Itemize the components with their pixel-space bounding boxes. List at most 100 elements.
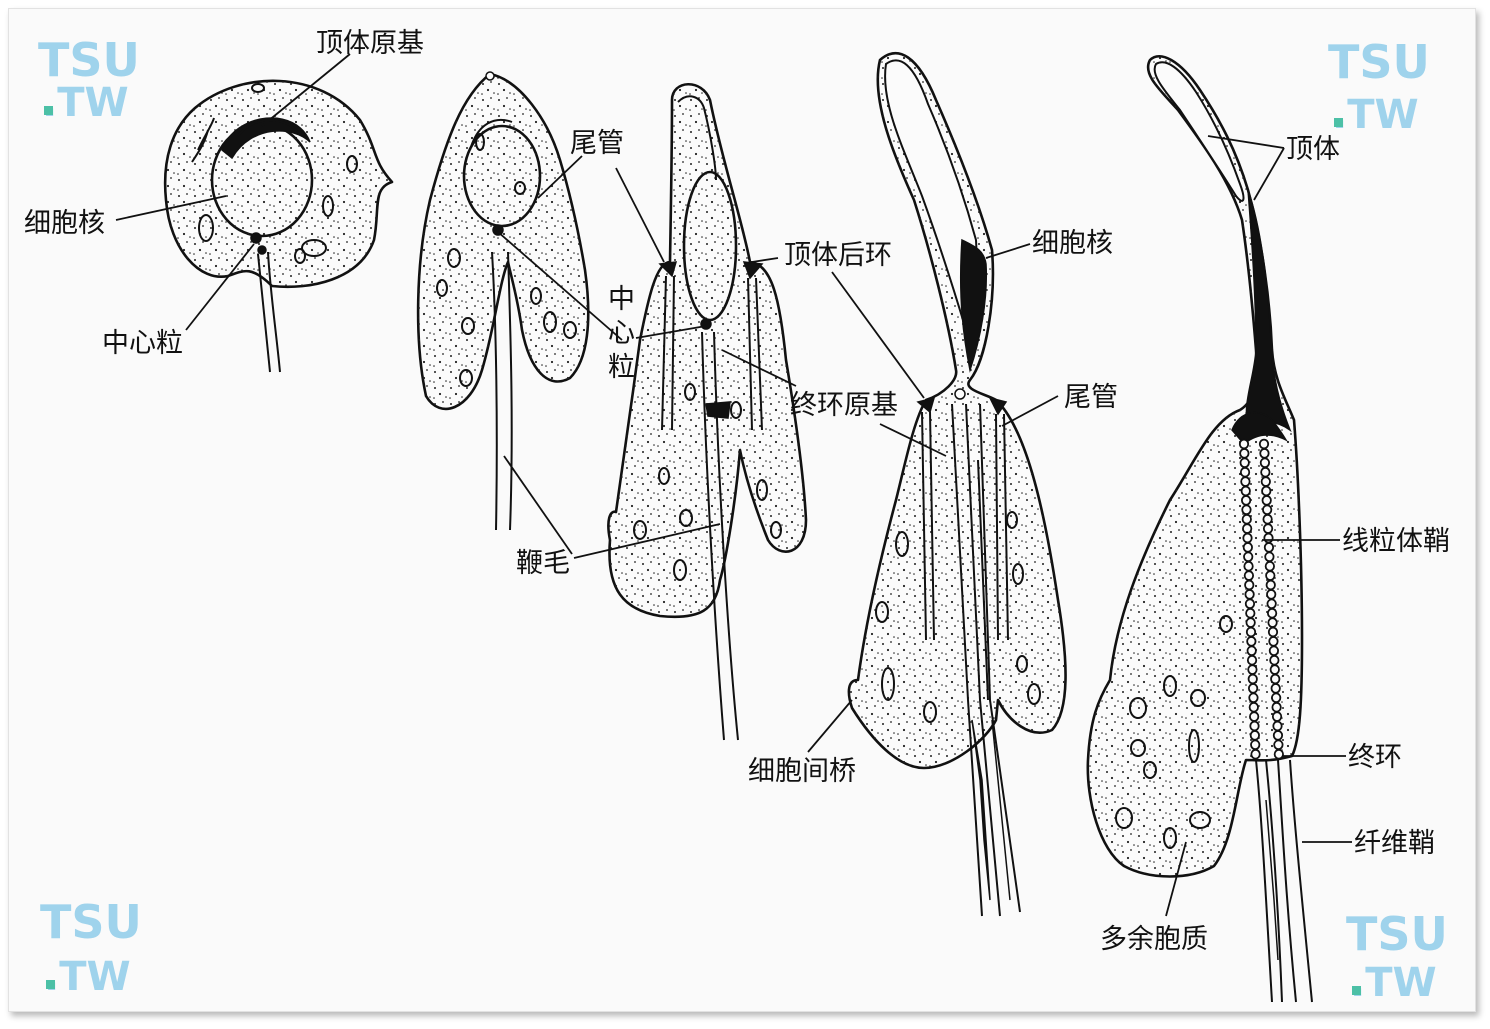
mitochondrion-bead — [1245, 590, 1253, 599]
mitochondrion-bead — [1244, 552, 1252, 561]
mitochondrion-bead — [1251, 731, 1259, 740]
label-acrosome-primordium: 顶体原基 — [316, 28, 424, 59]
mitochondrion-bead — [1270, 646, 1278, 655]
mitochondrion-bead — [1245, 581, 1253, 590]
mitochondrion-bead — [1244, 543, 1252, 552]
mitochondrion-bead — [1249, 684, 1257, 693]
mitochondrion-bead — [1248, 656, 1256, 665]
mitochondrion-bead — [1261, 468, 1269, 477]
mitochondrion-bead — [1262, 477, 1270, 486]
label-postacrosomal-ring: 顶体后环 — [784, 240, 892, 271]
mitochondrion-bead — [1248, 646, 1256, 655]
mitochondrion-bead — [1251, 750, 1259, 759]
svg-text:.TW: .TW — [42, 80, 129, 126]
mitochondrion-bead — [1240, 440, 1248, 449]
mitochondrion-bead — [1246, 618, 1254, 627]
svg-text:.TW: .TW — [1332, 92, 1419, 138]
mitochondrion-bead — [1266, 562, 1274, 571]
mitochondrion-bead — [1243, 534, 1251, 543]
watermark-top-left: TSU .TW — [38, 33, 140, 126]
mitochondrion-bead — [1250, 722, 1258, 731]
label-intercellular-bridge: 细胞间桥 — [748, 756, 856, 787]
mitochondrion-bead — [1264, 534, 1272, 543]
label-fibrous-sheath: 纤维鞘 — [1354, 828, 1435, 859]
label-centriole-1: 中心粒 — [102, 328, 183, 359]
label-terminal-ring-primordium: 终环原基 — [790, 390, 898, 421]
mitochondrion-bead — [1272, 693, 1280, 702]
mitochondrion-bead — [1269, 637, 1277, 646]
mitochondrion-bead — [1243, 524, 1251, 533]
mitochondrion-bead — [1268, 609, 1276, 618]
mitochondrion-bead — [1244, 562, 1252, 571]
mitochondrion-bead — [1274, 731, 1282, 740]
label-flagellum: 鞭毛 — [516, 548, 570, 579]
mitochondrion-bead — [1267, 599, 1275, 608]
label-mitochondrial-sheath: 线粒体鞘 — [1342, 526, 1450, 557]
label-tail-tube-1: 尾管 — [570, 128, 624, 159]
mitochondrion-bead — [1261, 458, 1269, 467]
label-tail-tube-2: 尾管 — [1064, 382, 1118, 413]
mitochondrion-bead — [1266, 571, 1274, 580]
mitochondrion-bead — [1272, 703, 1280, 712]
mitochondrion-bead — [1247, 637, 1255, 646]
mitochondrion-bead — [1240, 449, 1248, 458]
cell-stage-2 — [418, 72, 588, 530]
label-residual-cytoplasm: 多余胞质 — [1100, 924, 1208, 955]
mitochondrion-bead — [1260, 440, 1268, 449]
svg-text:.TW: .TW — [1350, 960, 1437, 1006]
mitochondrion-bead — [1248, 665, 1256, 674]
mitochondrion-bead — [1267, 581, 1275, 590]
mitochondrion-bead — [1247, 628, 1255, 637]
mitochondrion-bead — [1263, 505, 1271, 514]
mitochondrion-bead — [1264, 524, 1272, 533]
mitochondrion-bead — [1250, 712, 1258, 721]
label-centriole-2-char2: 心 — [608, 318, 635, 349]
label-terminal-ring: 终环 — [1348, 742, 1402, 773]
mitochondrion-bead — [1268, 618, 1276, 627]
mitochondrion-bead — [1242, 505, 1250, 514]
label-centriole-2-char3: 粒 — [608, 352, 635, 383]
mitochondrion-bead — [1271, 675, 1279, 684]
mitochondrion-bead — [1269, 628, 1277, 637]
cell-stage-1 — [165, 81, 392, 372]
watermark-top-right: TSU .TW — [1328, 35, 1430, 138]
mitochondrion-bead — [1245, 571, 1253, 580]
mitochondrion-bead — [1273, 722, 1281, 731]
mitochondrion-bead — [1275, 750, 1283, 759]
mitochondrion-bead — [1265, 543, 1273, 552]
cell-stage-4 — [849, 53, 1066, 916]
mitochondrion-bead — [1260, 449, 1268, 458]
label-centriole-2-char1: 中 — [608, 284, 635, 315]
watermark-bottom-left: TSU .TW — [40, 895, 142, 1000]
mitochondrion-bead — [1242, 496, 1250, 505]
label-nucleus-2: 细胞核 — [1032, 228, 1113, 259]
mitochondrion-bead — [1263, 496, 1271, 505]
mitochondrion-bead — [1271, 665, 1279, 674]
mitochondrion-bead — [1241, 468, 1249, 477]
svg-text:TSU: TSU — [1328, 35, 1430, 89]
mitochondrion-bead — [1263, 515, 1271, 524]
mitochondrion-bead — [1273, 712, 1281, 721]
mitochondrion-bead — [1250, 703, 1258, 712]
label-acrosome: 顶体 — [1286, 134, 1340, 165]
mitochondrion-bead — [1243, 515, 1251, 524]
label-nucleus-1: 细胞核 — [24, 208, 105, 239]
mitochondrion-bead — [1262, 487, 1270, 496]
cell-stage-5 — [1088, 56, 1312, 1002]
mitochondrion-bead — [1242, 487, 1250, 496]
watermark-bottom-right: TSU .TW — [1346, 907, 1448, 1006]
mitochondrion-bead — [1246, 599, 1254, 608]
svg-text:TSU: TSU — [1346, 907, 1448, 961]
mitochondrion-bead — [1265, 552, 1273, 561]
mitochondrion-bead — [1267, 590, 1275, 599]
cell-stage-3 — [608, 84, 806, 740]
mitochondrion-bead — [1270, 656, 1278, 665]
mitochondrion-bead — [1272, 684, 1280, 693]
mitochondrion-bead — [1246, 609, 1254, 618]
mitochondrion-bead — [1251, 740, 1259, 749]
svg-text:TSU: TSU — [38, 33, 140, 87]
mitochondrion-bead — [1249, 693, 1257, 702]
svg-text:.TW: .TW — [44, 954, 131, 1000]
mitochondrion-bead — [1249, 675, 1257, 684]
